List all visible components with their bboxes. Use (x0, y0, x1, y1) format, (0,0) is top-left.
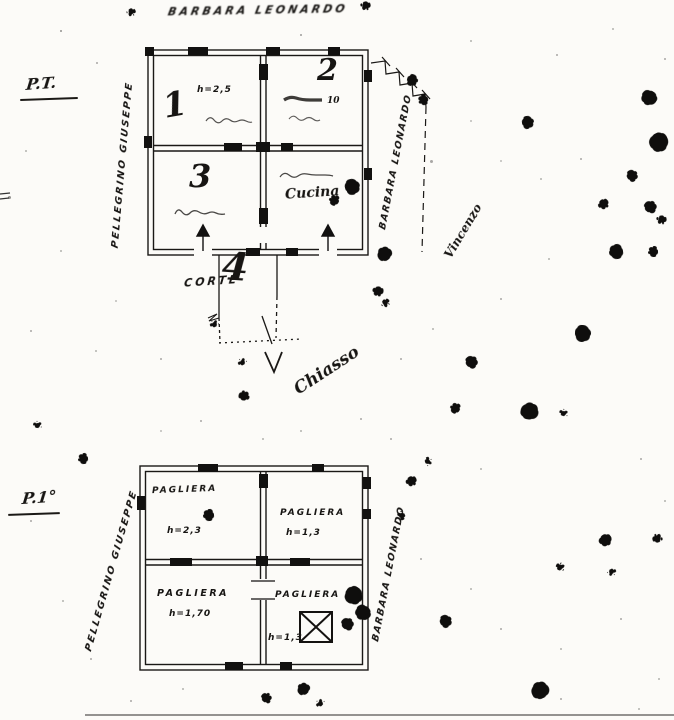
room2-note: 10 (327, 96, 340, 106)
scan-speckle (130, 700, 132, 702)
scan-speckle (480, 468, 482, 470)
scan-speckle (60, 30, 62, 32)
scan-speckle (640, 458, 642, 460)
room1-height: h=2,5 (197, 85, 232, 95)
room3-number: 3 (189, 157, 212, 195)
window-blocks (137, 47, 372, 670)
pagliera-tr-height: h=1,3 (286, 528, 321, 538)
courtyard-number: 4 (220, 243, 251, 290)
scan-speckle (400, 358, 402, 360)
floor-label-p1: P.1° (21, 486, 58, 509)
pagliera-bl-height: h=1,70 (169, 609, 212, 619)
scan-speckle (658, 678, 660, 680)
floor-label-pt: P.T. (25, 72, 58, 95)
scan-speckle (664, 58, 666, 60)
scan-speckle (540, 178, 542, 180)
scan-speckle (300, 430, 302, 432)
scan-speckle (390, 438, 392, 440)
owner-name-top: BARBARA LEONARDO (166, 2, 349, 19)
ink-blot (204, 510, 215, 520)
ink-blot (649, 247, 659, 256)
scan-speckle (115, 300, 117, 302)
scan-speckle (470, 40, 472, 42)
scan-speckle (95, 350, 97, 352)
scan-speckle (470, 588, 472, 590)
scan-speckle (560, 698, 562, 700)
illegible-scribbles (174, 95, 334, 216)
scan-speckle (664, 500, 666, 502)
scan-speckle (25, 150, 27, 152)
scan-speckle (430, 160, 433, 163)
scan-speckle (160, 358, 162, 360)
scan-speckle (500, 628, 502, 630)
scan-speckle (432, 328, 434, 330)
scan-speckle (8, 196, 11, 199)
pagliera-br-name: PAGLIERA (275, 590, 341, 600)
scan-speckle (262, 438, 264, 440)
scan-speckle (62, 600, 64, 602)
scan-speckle (548, 258, 550, 260)
pagliera-bl-name: PAGLIERA (157, 588, 229, 599)
scan-speckle (300, 34, 302, 36)
scan-speckle (160, 430, 162, 432)
courtyard-lines (207, 255, 303, 375)
scan-speckle (182, 688, 184, 690)
scan-speckle (90, 658, 92, 660)
door-gaps (194, 227, 337, 600)
crossed-square-icon (299, 611, 333, 643)
scan-speckle (638, 708, 640, 710)
scan-speckle (60, 250, 62, 252)
scan-speckle (96, 62, 98, 64)
ink-blot (79, 454, 89, 463)
scan-speckle (420, 558, 422, 560)
scan-speckle (360, 418, 362, 420)
door-arrow-icons (195, 223, 336, 251)
scan-speckle (470, 120, 472, 122)
pagliera-tr-name: PAGLIERA (280, 508, 346, 518)
scan-speckle (30, 520, 32, 522)
scan-speckle (500, 160, 502, 162)
scan-speckle (500, 298, 502, 300)
scan-speckle (560, 648, 562, 650)
scan-speckle (30, 330, 32, 332)
scan-speckle (612, 28, 614, 30)
scan-speckle (556, 54, 558, 56)
pagliera-tl-height: h=2,3 (167, 526, 202, 536)
pagliera-br-height: h=1,3 (268, 633, 303, 643)
street-arrow-icon (264, 351, 283, 375)
scan-speckle (200, 420, 202, 422)
scan-edge-band (85, 714, 674, 716)
ink-blot (574, 326, 590, 341)
scan-speckle (620, 618, 622, 620)
room2-number: 2 (317, 53, 338, 88)
scan-speckle (580, 158, 582, 160)
